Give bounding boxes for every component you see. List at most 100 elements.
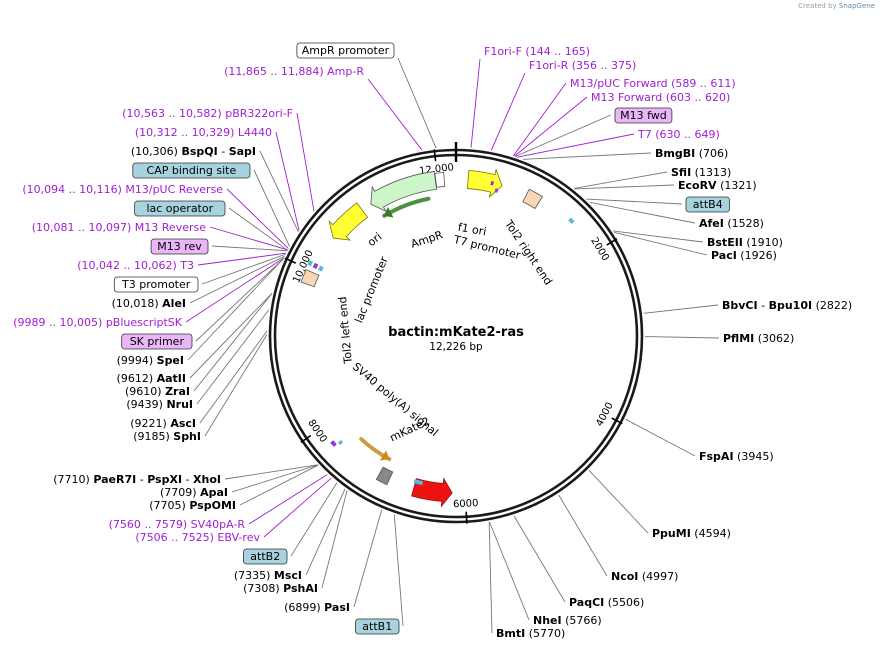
connector-line [588, 469, 649, 534]
enzyme-name: MscI [274, 569, 302, 582]
enzyme-name: PspOMI [189, 499, 236, 512]
enzyme-label: EcoRV (1321) [678, 179, 757, 192]
enzyme-label: BbvCI - Bpu10I (2822) [722, 299, 852, 312]
feature-tag-box [296, 42, 395, 59]
enzyme-name: SfiI [671, 166, 691, 179]
primer-label: F1ori-R (356 .. 375) [529, 59, 636, 72]
feature-box [375, 466, 394, 486]
connector-line [305, 488, 346, 576]
enzyme-position: (10,018) [112, 297, 163, 310]
feature-tag-label: CAP binding site [147, 164, 237, 177]
connector-line [523, 152, 652, 160]
primer-label: (9989 .. 10,005) pBluescriptSK [13, 316, 183, 329]
enzyme-name: BmtI [496, 627, 525, 640]
feature-label: ori [365, 230, 384, 249]
connector-line [644, 336, 720, 339]
connector-line [189, 293, 273, 379]
enzyme-position: (9994) [117, 354, 157, 367]
enzyme-name: AatII [157, 372, 186, 385]
enzyme-position: (5506) [604, 596, 644, 609]
enzyme-name: ApaI [200, 486, 228, 499]
connector-line [228, 207, 288, 251]
enzyme-name: FspAI [699, 450, 734, 463]
connector-line [321, 490, 348, 589]
enzyme-position: - [182, 473, 193, 486]
enzyme-name: SphI [173, 430, 201, 443]
feature-mark [494, 188, 499, 193]
enzyme-label: FspAI (3945) [699, 450, 774, 463]
connector-line [513, 515, 566, 603]
feature-arrow [411, 477, 453, 508]
connector-line [231, 464, 318, 493]
credit-prefix: Created by [798, 2, 837, 10]
feature-label: Tol2 left end [336, 296, 355, 365]
connector-line [613, 231, 708, 256]
enzyme-name: ZraI [165, 385, 190, 398]
feature-tag-label: T3 promoter [121, 278, 191, 291]
enzyme-name: XhoI [193, 473, 221, 486]
connector-line [185, 257, 285, 323]
enzyme-position: - [218, 145, 229, 158]
connector-line [195, 258, 284, 342]
enzyme-label: (7709) ApaI [160, 486, 228, 499]
enzyme-position: (4997) [638, 570, 678, 583]
enzyme-position: (7705) [149, 499, 189, 512]
enzyme-name: EcoRV [678, 179, 717, 192]
ruler-tick [433, 149, 437, 162]
primer-label: (10,312 .. 10,329) L4440 [135, 126, 272, 139]
enzyme-position: (706) [695, 147, 728, 160]
enzyme-name: BbvCI [722, 299, 758, 312]
primer-label: F1ori-F (144 .. 165) [484, 45, 590, 58]
plasmid-name: bactin:mKate2-ras [388, 325, 524, 340]
enzyme-label: (6899) PasI [284, 601, 350, 614]
enzyme-label: BstEII (1910) [707, 236, 783, 249]
enzyme-label: (10,306) BspQI - SapI [131, 145, 256, 158]
connector-line [490, 72, 526, 151]
feature-box [300, 269, 320, 288]
connector-line [201, 253, 286, 285]
connector-line [226, 188, 289, 249]
feature-tag-label: attB4 [693, 198, 723, 211]
enzyme-name: PaeR7I [93, 473, 136, 486]
indicator-head [379, 450, 390, 461]
feature-mark [307, 260, 314, 267]
connector-line [290, 482, 338, 557]
feature-tag-box [243, 548, 288, 565]
feature-tag-label: AmpR promoter [302, 44, 390, 57]
feature-tag-box [113, 276, 199, 293]
enzyme-label: (9994) SpeI [117, 354, 184, 367]
enzyme-name: BmgBI [655, 147, 695, 160]
primer-label: (10,042 .. 10,062) T3 [77, 259, 194, 272]
feature-label: AmpR [409, 228, 445, 251]
connector-lines [185, 57, 720, 634]
ruler-tick [611, 417, 623, 425]
enzyme-position: (9185) [133, 430, 173, 443]
connector-line [512, 82, 567, 157]
enzyme-label: NheI (5766) [533, 614, 602, 627]
connector-line [613, 230, 704, 243]
enzyme-label: (9439) NruI [126, 398, 193, 411]
connector-line [224, 464, 318, 480]
enzyme-label: BmgBI (706) [655, 147, 728, 160]
enzyme-name: PspXI [147, 473, 182, 486]
enzyme-position: (9221) [130, 417, 170, 430]
enzyme-position: (9612) [117, 372, 157, 385]
feature-tag-box [132, 162, 251, 179]
enzyme-label: PaqCI (5506) [569, 596, 644, 609]
credit-brand: SnapGene [838, 2, 875, 10]
enzyme-label: PflMI (3062) [723, 332, 794, 345]
connector-line [470, 58, 481, 148]
enzyme-label: PpuMI (4594) [652, 527, 731, 540]
enzyme-name: BspQI [181, 145, 217, 158]
connector-line [248, 474, 328, 525]
enzyme-name: PflMI [723, 332, 754, 345]
feature-tag-box [134, 200, 226, 217]
enzyme-position: (5770) [525, 627, 565, 640]
enzyme-name: SpeI [157, 354, 184, 367]
enzyme-position: (7335) [234, 569, 274, 582]
primer-label: (10,081 .. 10,097) M13 Reverse [32, 221, 206, 234]
enzyme-position: (2822) [812, 299, 852, 312]
enzyme-name: NheI [533, 614, 562, 627]
enzyme-label: AfeI (1528) [699, 217, 764, 230]
enzyme-name: AleI [162, 297, 186, 310]
